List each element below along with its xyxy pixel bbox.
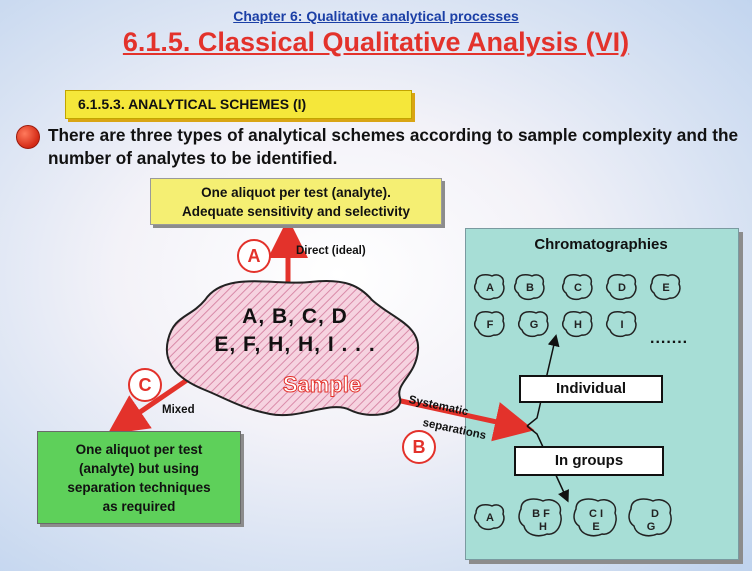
spots-bottom-groups: A B F H C I E D G [473,498,672,537]
scheme-a-box-line2: Adequate sensitivity and selectivity [181,204,411,219]
group-label-bottom: E [592,521,599,533]
spot-f: F [473,310,505,338]
section-subtitle-box: 6.1.5.3. ANALYTICAL SCHEMES (I) [65,90,412,119]
spot-h: H [561,310,593,338]
spot-c: C [561,273,593,301]
scheme-c-box: One aliquot per test (analyte) but using… [37,431,241,524]
spots-top-row2: F G H I [473,310,637,338]
spot-g: G [517,310,549,338]
sample-analytes-line1: A, B, C, D [242,305,348,328]
group-spot-1: A [473,503,505,531]
scheme-c-letter: C [128,368,162,402]
sample-label: Sample [282,372,362,398]
branch-individual [526,334,560,427]
page-title: 6.1.5. Classical Qualitative Analysis (V… [122,27,630,57]
panel-title: Chromatographies [534,236,668,253]
spot-label: A [486,282,494,294]
group-label-top: D [651,508,659,520]
group-spot-2: B F H [518,498,562,537]
route-a-label: Direct (ideal) [296,245,366,257]
spot-e: E [649,273,681,301]
spot-b: B [513,273,545,301]
scheme-b-letter: B [402,430,436,464]
branch-groups [526,425,569,503]
group-label-top: B F [532,508,550,520]
sample-blob [165,280,420,417]
spot-label: G [530,319,539,331]
scheme-c-box-line2: (analyte) but using [78,461,199,476]
group-label-top: A [486,512,494,524]
groups-label: In groups [514,446,664,476]
spot-label: E [662,282,669,294]
arrow-b [391,396,535,442]
spot-a: A [473,273,505,301]
sample-analytes-line2: E, F, H, H, I . . . [214,333,376,356]
individual-label: Individual [519,375,663,403]
bullet-icon [16,125,40,149]
chapter-heading: Chapter 6: Qualitative analytical proces… [233,8,519,24]
spot-label: F [487,319,494,331]
spot-label: D [618,282,626,294]
group-spot-3: C I E [573,498,617,537]
scheme-c-box-line3: separation techniques [67,480,211,495]
spot-label: I [620,319,623,331]
spot-label: H [574,319,582,331]
route-c-label: Mixed [162,404,195,416]
scheme-c-box-line1: One aliquot per test [75,442,203,457]
spot-i: I [605,310,637,338]
spot-label: B [526,282,534,294]
ellipsis: ....... [650,330,689,347]
scheme-a-letter: A [237,239,271,273]
intro-text: There are three types of analytical sche… [48,125,738,168]
group-spot-4: D G [628,498,672,537]
group-label-bottom: H [539,521,547,533]
arrow-c [107,375,192,435]
spot-label: C [574,282,582,294]
group-label-top: C I [589,508,603,520]
scheme-a-box-line1: One aliquot per test (analyte). [201,185,391,200]
section-subtitle: 6.1.5.3. ANALYTICAL SCHEMES (I) [78,96,307,112]
group-label-bottom: G [647,521,656,533]
scheme-c-box-line4: as required [102,499,176,514]
scheme-a-box: One aliquot per test (analyte). Adequate… [150,178,442,225]
spot-d: D [605,273,637,301]
spots-top-row1: A B C D E [473,273,681,301]
